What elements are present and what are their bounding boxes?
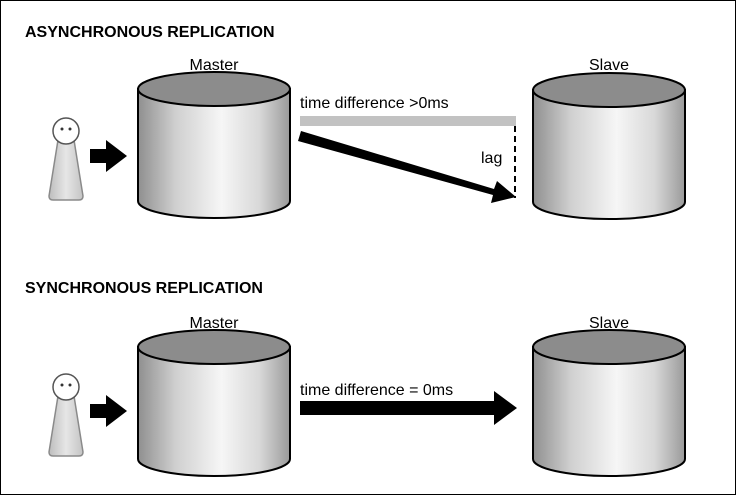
async-slave-label: Slave — [589, 57, 629, 74]
sync-master-label: Master — [190, 315, 240, 332]
async-time-bar — [300, 116, 516, 126]
sync-client-person-icon — [48, 373, 84, 457]
async-client-person-icon — [48, 117, 84, 201]
async-master-database-icon — [137, 71, 291, 219]
sync-slave-database-icon — [532, 329, 686, 477]
sync-section-title: SYNCHRONOUS REPLICATION — [25, 280, 263, 297]
sync-replication-arrow — [300, 391, 517, 425]
async-slave-database-icon — [532, 72, 686, 220]
async-time-difference-label: time difference >0ms — [300, 95, 449, 112]
sync-client-arrow — [90, 395, 127, 427]
async-client-arrow — [90, 140, 127, 172]
async-master-label: Master — [190, 57, 240, 74]
sync-slave-label: Slave — [589, 315, 629, 332]
sync-master-database-icon — [137, 329, 291, 477]
sync-time-difference-label: time difference = 0ms — [300, 382, 453, 399]
async-section-title: ASYNCHRONOUS REPLICATION — [25, 24, 275, 41]
async-lag-label: lag — [481, 150, 502, 167]
async-replication-arrow — [298, 131, 516, 203]
